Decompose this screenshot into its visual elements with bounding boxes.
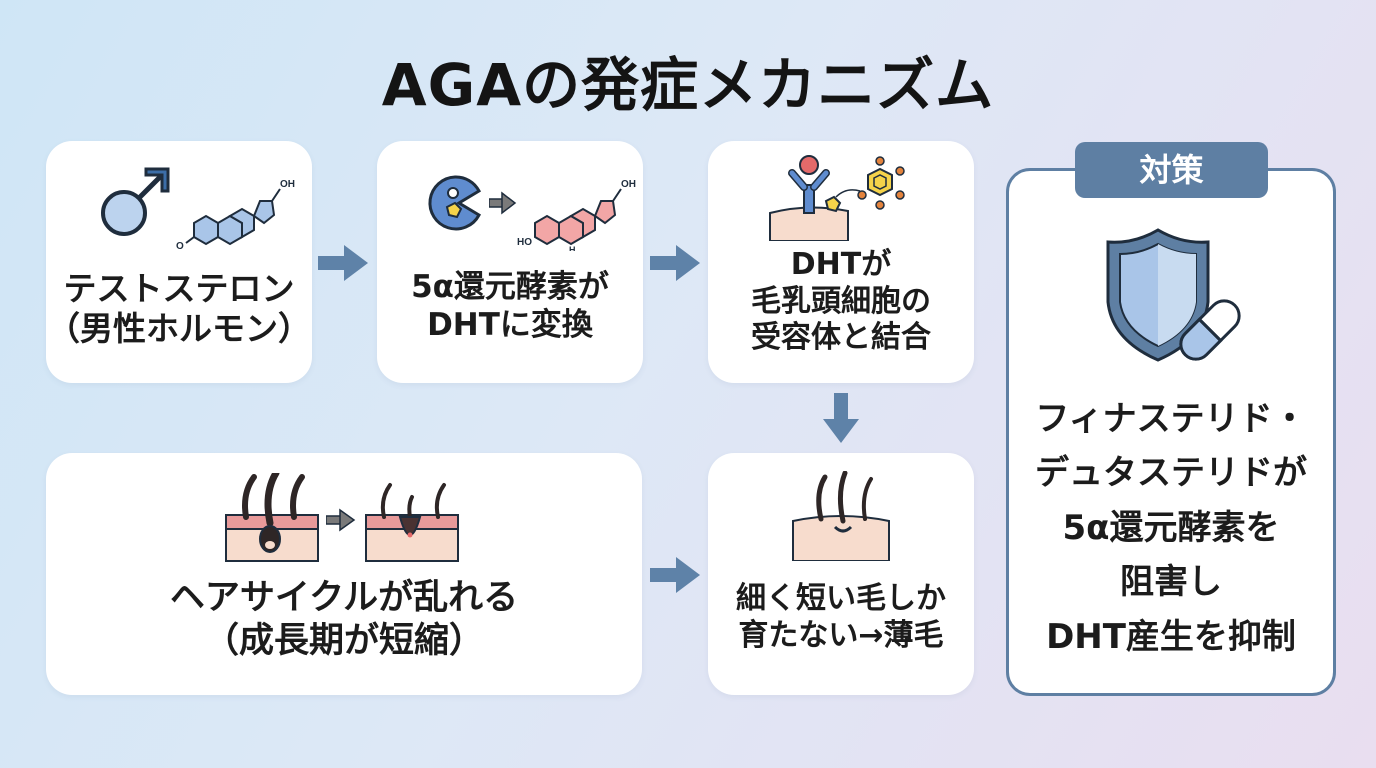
- step-line: 細く短い毛しか: [736, 581, 946, 616]
- step-card-testosterone: OH O テストステロン （男性ホルモン）: [46, 141, 312, 383]
- molecule-oh-label: OH: [621, 179, 636, 190]
- step-line: （男性ホルモン）: [47, 309, 311, 349]
- hair-follicle-icon: [225, 473, 319, 562]
- molecule-oh-label: OH: [280, 179, 295, 190]
- step-line: DHTに変換: [427, 306, 593, 343]
- arrow-right-icon: [650, 557, 700, 593]
- step-line: 受容体と結合: [751, 320, 931, 356]
- arrow-right-icon: [650, 245, 700, 281]
- step-text-reductase: 5α還元酵素が DHTに変換: [377, 269, 643, 345]
- step-card-thinning: 細く短い毛しか 育たない→薄毛: [708, 453, 974, 695]
- countermeasure-line: 阻害し: [1120, 562, 1222, 603]
- countermeasure-line: フィナステリド・: [1035, 399, 1307, 439]
- step-text-hair-cycle: ヘアサイクルが乱れる （成長期が短縮）: [46, 577, 642, 662]
- step-text-testosterone: テストステロン （男性ホルモン）: [46, 269, 312, 350]
- step-line: 毛乳頭細胞の: [751, 283, 931, 319]
- dht-molecule-icon: OH HO H: [517, 179, 636, 251]
- capsule-icon: [1179, 299, 1241, 361]
- countermeasure-line: DHT産生を抑制: [1046, 616, 1296, 657]
- step-line: 5α還元酵素が: [411, 269, 609, 305]
- step-card-receptor: DHTが 毛乳頭細胞の 受容体と結合: [708, 141, 974, 383]
- molecule-h-label: H: [569, 245, 576, 251]
- small-arrow-icon: [326, 508, 356, 532]
- arrow-down-icon: [823, 393, 859, 443]
- step-line: （成長期が短縮）: [203, 620, 484, 661]
- male-symbol-icon: [101, 167, 170, 236]
- receptor-icon: [769, 155, 905, 241]
- step-card-reductase: OH HO H 5α還元酵素が DHTに変換: [377, 141, 643, 383]
- small-arrow-icon: [489, 191, 517, 215]
- countermeasure-badge: 対策: [1075, 142, 1268, 198]
- countermeasure-text: フィナステリド・ デュタステリドが 5α還元酵素を 阻害し DHT産生を抑制: [1006, 392, 1336, 664]
- shield-icon: [1106, 228, 1210, 362]
- arrow-right-icon: [318, 245, 368, 281]
- step-text-thinning: 細く短い毛しか 育たない→薄毛: [708, 581, 974, 654]
- molecule-ho-label: HO: [517, 237, 532, 248]
- step-card-hair-cycle: ヘアサイクルが乱れる （成長期が短縮）: [46, 453, 642, 695]
- step-text-receptor: DHTが 毛乳頭細胞の 受容体と結合: [708, 247, 974, 357]
- shrinking-follicle-icon: [365, 483, 459, 562]
- page-title: AGAの発症メカニズム: [381, 51, 995, 119]
- step-line: 育たない→薄毛: [738, 617, 944, 653]
- step-line: DHTが: [790, 247, 892, 282]
- testosterone-molecule-icon: OH O: [176, 179, 295, 251]
- thin-hair-icon: [792, 471, 890, 561]
- molecule-o-label: O: [176, 241, 184, 251]
- step-line: テストステロン: [63, 269, 295, 308]
- step-line: ヘアサイクルが乱れる: [169, 578, 519, 618]
- countermeasure-line: デュタステリドが: [1035, 453, 1307, 494]
- countermeasure-line: 5α還元酵素を: [1062, 507, 1280, 548]
- enzyme-icon: [428, 175, 481, 231]
